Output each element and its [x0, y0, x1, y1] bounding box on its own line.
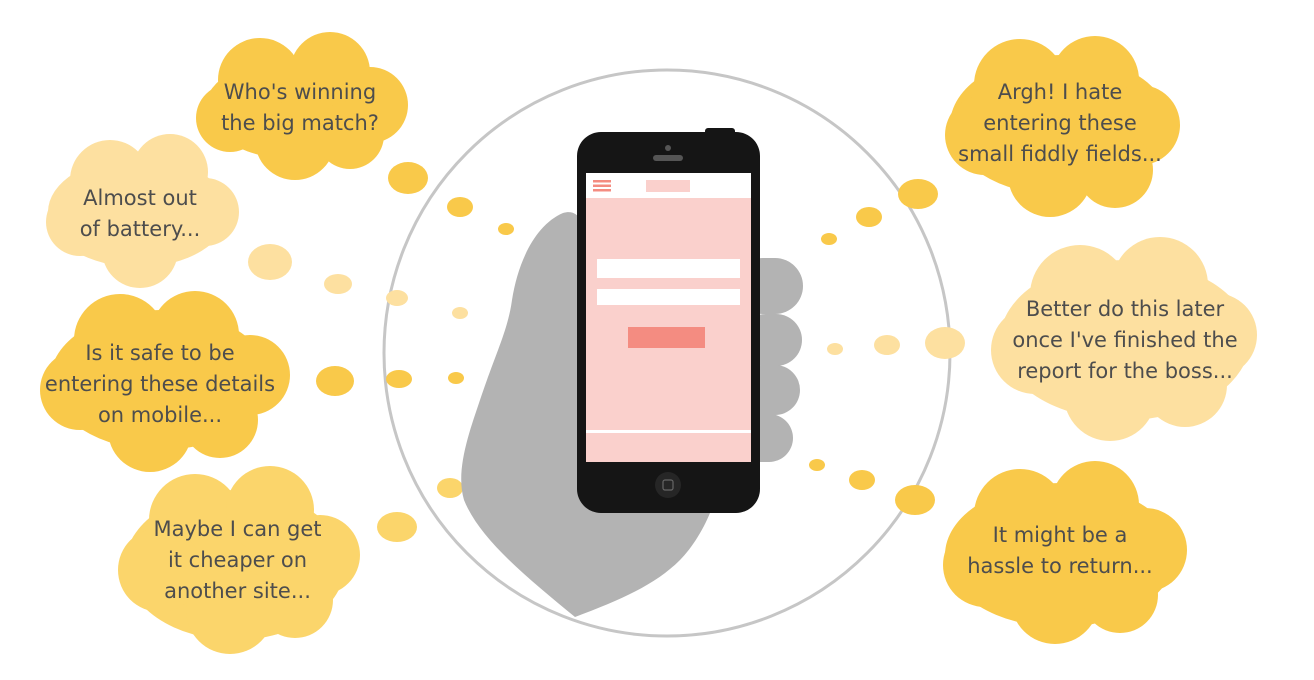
bubble-line: once I've finished the — [1012, 328, 1238, 352]
screen-footer-divider — [586, 430, 751, 433]
cloud-later — [991, 237, 1257, 441]
bubble-line: the big match? — [221, 111, 379, 135]
form-field-2 — [597, 289, 740, 305]
bubble-line: Is it safe to be — [85, 341, 235, 365]
bubble-return: It might be a hassle to return... — [945, 520, 1175, 582]
cloud-battery — [46, 134, 239, 288]
form-submit-button — [628, 327, 705, 348]
cloud-return — [943, 461, 1187, 644]
bubble-line: it cheaper on — [167, 548, 308, 572]
bubble-fields: Argh! I hate entering these small fiddly… — [940, 77, 1180, 170]
bubble-line: report for the boss... — [1017, 359, 1233, 383]
bubble-big-match: Who's winning the big match? — [205, 77, 395, 139]
bubble-line: hassle to return... — [967, 554, 1153, 578]
phone — [577, 128, 760, 513]
bubble-later: Better do this later once I've finished … — [990, 294, 1260, 387]
bubble-line: of battery... — [79, 217, 201, 241]
bubble-line: Maybe I can get — [153, 517, 322, 541]
bubble-line: Better do this later — [1025, 297, 1225, 321]
bubble-line: entering these details — [44, 372, 276, 396]
bubble-line: Argh! I hate — [997, 80, 1123, 104]
thought-dots — [248, 162, 965, 542]
bubble-line: on mobile... — [97, 403, 223, 427]
bubble-line: another site... — [164, 579, 311, 603]
bubble-line: entering these — [983, 111, 1137, 135]
bubble-line: Who's winning — [223, 80, 377, 104]
cloud-big-match — [196, 32, 408, 180]
bubble-line: Almost out — [83, 186, 197, 210]
header-logo-placeholder — [646, 180, 690, 192]
bubble-battery: Almost out of battery... — [50, 183, 230, 245]
home-button-icon — [655, 472, 681, 498]
hand — [461, 212, 720, 617]
bubble-safe: Is it safe to be entering these details … — [30, 338, 290, 431]
bubble-line: small fiddly fields... — [958, 142, 1162, 166]
cloud-cheaper — [118, 466, 360, 654]
form-field-1 — [597, 259, 740, 278]
bubble-line: It might be a — [992, 523, 1128, 547]
hamburger-menu-icon — [593, 180, 611, 192]
cloud-fields — [945, 36, 1180, 217]
phone-screen — [586, 173, 751, 462]
bubble-cheaper: Maybe I can get it cheaper on another si… — [130, 514, 345, 607]
cloud-safe — [40, 291, 290, 472]
